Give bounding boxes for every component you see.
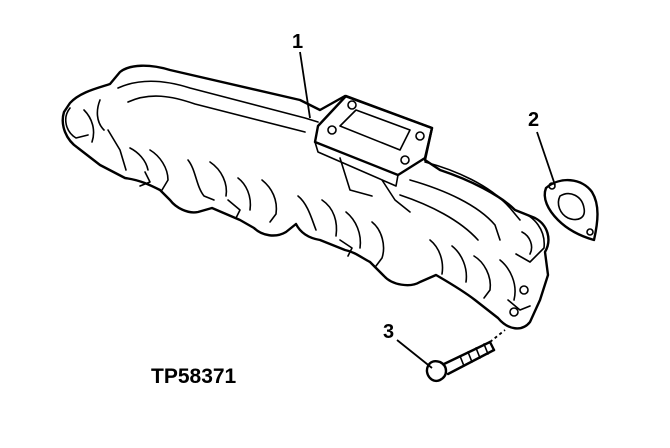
outlet-flange xyxy=(313,94,434,213)
inlet-port xyxy=(297,195,385,267)
callout-1: 1 xyxy=(292,31,303,53)
rear-flange xyxy=(509,211,545,317)
inlet-port xyxy=(64,107,169,191)
callout-2: 2 xyxy=(528,109,539,131)
callout-3: 3 xyxy=(383,321,394,343)
leader-line-2 xyxy=(536,131,556,186)
leader-line-screw xyxy=(489,329,506,343)
figure-id: TP58371 xyxy=(151,365,237,388)
inlet-port xyxy=(187,159,278,223)
leader-line-1 xyxy=(299,51,311,119)
gasket xyxy=(543,179,599,242)
leader-line-3 xyxy=(396,339,433,369)
exhaust-manifold xyxy=(61,64,550,330)
inlet-port xyxy=(429,239,531,311)
cap-screw xyxy=(425,340,496,383)
